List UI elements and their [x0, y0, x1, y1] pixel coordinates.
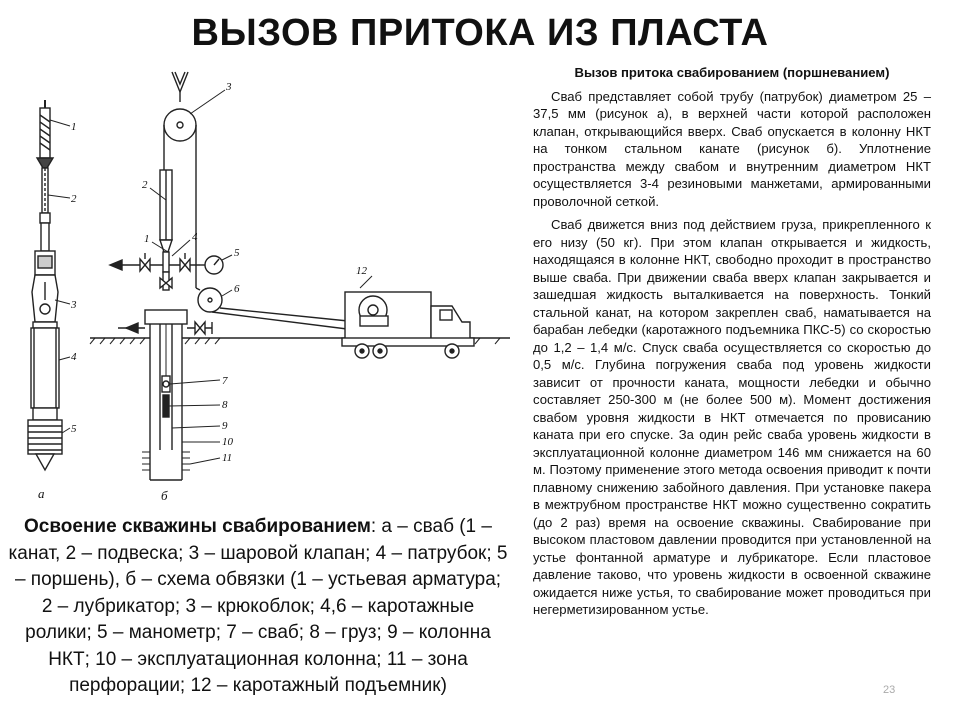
text-block: Вызов притока свабированием (поршневание… — [533, 64, 931, 625]
swab-figure — [27, 100, 71, 472]
text-heading: Вызов притока свабированием (поршневание… — [574, 65, 890, 80]
page-number: 23 — [883, 684, 896, 696]
figure-label-a: а — [38, 486, 45, 501]
swabbing-diagram: 1 2 3 4 5 1 2 3 4 5 6 7 8 9 10 11 12 а б — [27, 71, 510, 503]
figure-caption: Освоение скважины свабированием: а – сва… — [8, 514, 508, 700]
caption-heading: Освоение скважины свабированием — [24, 516, 371, 537]
logging-truck — [341, 275, 475, 359]
wellhead-scheme — [89, 71, 510, 481]
label-b-12: 12 — [356, 265, 368, 277]
label-a-2: 2 — [71, 193, 77, 205]
label-a-1: 1 — [71, 121, 77, 133]
label-b-2: 2 — [142, 179, 148, 191]
caption-body: : а – сваб (1 – канат, 2 – подвеска; 3 –… — [8, 516, 508, 696]
label-b-8: 8 — [222, 399, 228, 411]
label-b-5: 5 — [234, 247, 240, 259]
label-a-3: 3 — [70, 299, 77, 311]
text-paragraph-2: Сваб движется вниз под действием груза, … — [533, 217, 931, 617]
label-b-7: 7 — [222, 375, 228, 387]
slide-title: ВЫЗОВ ПРИТОКА ИЗ ПЛАСТА — [191, 12, 769, 54]
label-b-11: 11 — [222, 452, 232, 464]
label-b-10: 10 — [222, 436, 234, 448]
label-a-5: 5 — [71, 423, 77, 435]
label-b-9: 9 — [222, 420, 228, 432]
text-paragraph-1: Сваб представляет собой трубу (патрубок)… — [533, 88, 931, 209]
label-a-4: 4 — [71, 351, 77, 363]
label-b-1: 1 — [144, 233, 150, 245]
label-b-3: 3 — [225, 81, 232, 93]
label-b-4: 4 — [192, 231, 198, 243]
label-b-6: 6 — [234, 283, 240, 295]
figure-label-b: б — [161, 488, 168, 503]
